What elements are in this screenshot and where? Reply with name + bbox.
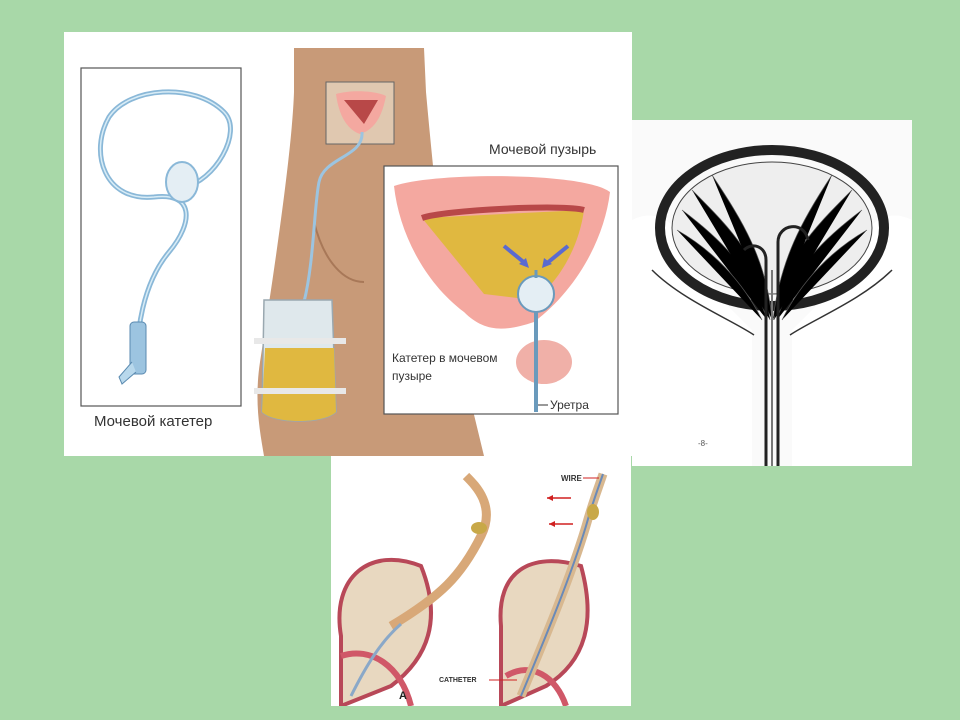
arrowhead-2 <box>549 521 555 527</box>
bladder-engraving: -8- <box>632 120 912 466</box>
bladder-muscle-edge <box>420 204 585 221</box>
catheter-in-bladder-label-1: Катетер в мочевом <box>392 351 498 365</box>
pelvic-floor-right <box>789 269 893 336</box>
catheter-illustration-panel: Мочевой катетер Мочевой пузырь Катетер в… <box>64 32 632 456</box>
bladder-engraving-panel: -8- <box>632 120 912 466</box>
leg-strap-bottom <box>254 388 346 394</box>
bladder-title: Мочевой пузырь <box>489 141 596 157</box>
arrowhead-1 <box>547 495 553 501</box>
flow-arrow-right <box>544 244 570 266</box>
urethra-left <box>340 650 414 706</box>
wire-left <box>349 622 402 697</box>
leg-strap-top <box>254 338 346 344</box>
catheter-band-right <box>587 504 599 520</box>
catheter-bent-left <box>388 472 491 630</box>
catheter-caption: Мочевой катетер <box>94 413 212 430</box>
bladder-mini-fill <box>344 100 378 124</box>
catheter-balloon <box>165 161 199 203</box>
bladder-left <box>337 557 433 706</box>
panel-letter: A <box>399 690 407 702</box>
catheter-illustration: Мочевой катетер Мочевой пузырь Катетер в… <box>80 48 619 456</box>
figure-mark: -8- <box>698 439 708 448</box>
catheter-label: CATHETER <box>439 677 477 684</box>
wire-label: WIRE <box>561 474 583 483</box>
urine-bag-fill <box>262 348 336 421</box>
prostate <box>516 340 572 384</box>
wire-right <box>520 473 604 697</box>
pelvic-floor-left <box>651 269 755 336</box>
catheter-connector <box>129 321 147 375</box>
flow-arrowhead-left <box>519 258 529 268</box>
guidewire-panel: WIRE CATHETER A <box>331 456 631 706</box>
catheter-left-limb <box>742 244 768 466</box>
catheter-tube-highlight <box>99 91 232 373</box>
bladder-balloon <box>517 275 555 313</box>
body-catheter-tube <box>302 131 364 303</box>
engraving-hatching <box>676 174 868 321</box>
urethra-right <box>504 667 569 706</box>
catheter-band-left <box>471 522 487 534</box>
catheter-in-bladder-label-2: пузыре <box>392 369 432 383</box>
flow-arrowhead-right <box>542 258 552 268</box>
urethra-label: Уретра <box>550 398 589 412</box>
catheter-port <box>118 361 137 385</box>
flow-arrow-left <box>502 244 528 266</box>
body-contour <box>313 221 365 283</box>
catheter-frame <box>80 67 242 407</box>
guidewire-illustration: WIRE CATHETER A <box>337 472 608 706</box>
catheter-right-limb <box>776 225 810 466</box>
